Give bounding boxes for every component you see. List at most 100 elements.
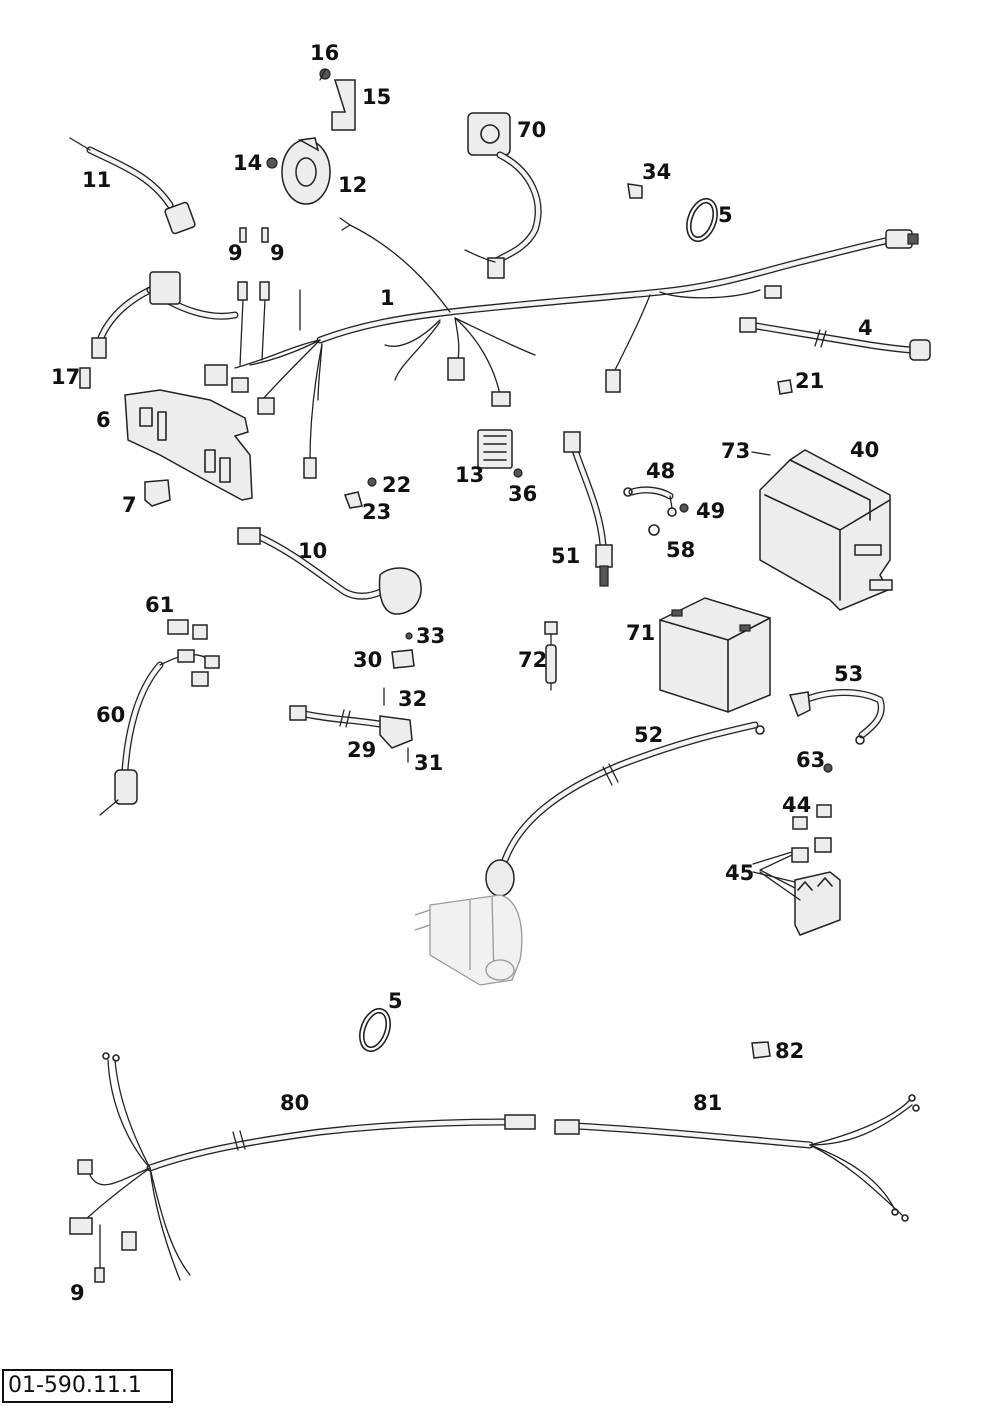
- label-part-14: 14: [233, 151, 262, 175]
- label-part-5-bottom: 5: [388, 989, 403, 1013]
- cable-53-boot: [788, 691, 811, 718]
- label-part-23: 23: [362, 500, 391, 524]
- starter-cable-boot: [485, 859, 515, 897]
- label-part-49: 49: [696, 499, 725, 523]
- relay-fuse-b: [814, 837, 832, 853]
- label-part-60: 60: [96, 703, 125, 727]
- switch-housing: [378, 567, 422, 615]
- plate-30: [391, 649, 415, 669]
- harness-connector-plug: [907, 233, 919, 245]
- cable-60-connector-a: [177, 649, 195, 663]
- harness-connector-left-3: [257, 397, 275, 415]
- label-part-16: 16: [310, 41, 339, 65]
- label-part-72: 72: [518, 648, 547, 672]
- switch-51-body: [595, 544, 613, 568]
- cable-4: [739, 317, 931, 361]
- label-part-22: 22: [382, 473, 411, 497]
- battery-71: [659, 597, 771, 713]
- washer-23: [343, 491, 363, 509]
- label-part-45: 45: [725, 861, 754, 885]
- nut-33: [405, 632, 413, 640]
- bulb-17: [79, 271, 239, 389]
- label-part-29: 29: [347, 738, 376, 762]
- bulbs-9: [239, 227, 269, 243]
- bulb-b: [261, 227, 269, 243]
- connector-61-b: [192, 624, 208, 640]
- label-part-52: 52: [634, 723, 663, 747]
- label-part-48: 48: [646, 459, 675, 483]
- label-part-58: 58: [666, 538, 695, 562]
- switch-connector: [237, 527, 261, 545]
- battery-box-40: [751, 449, 893, 611]
- screw-14: [266, 157, 278, 169]
- cable-tie-5-top: [686, 197, 718, 243]
- label-part-32: 32: [398, 687, 427, 711]
- clip-34: [627, 183, 643, 199]
- spark-cap: [114, 769, 138, 805]
- sensor-29-connector: [289, 705, 307, 721]
- label-part-17: 17: [51, 365, 80, 389]
- main-wiring-harness: [204, 217, 919, 479]
- cable-80-connector-c: [69, 1217, 93, 1235]
- screw-73: [751, 451, 771, 456]
- battery-box-tab-a: [854, 544, 882, 556]
- cable-80-connector-d: [121, 1231, 137, 1251]
- cable-53: [788, 689, 885, 745]
- label-part-34: 34: [642, 160, 671, 184]
- cable-4-connector-left: [739, 317, 757, 333]
- harness-branch-connector-b: [605, 369, 621, 393]
- washer-58: [648, 524, 660, 536]
- label-part-5-top: 5: [718, 203, 733, 227]
- sensor-cable-11: [69, 137, 196, 235]
- cable-4-connector-right: [909, 339, 931, 361]
- screw-22: [367, 477, 377, 487]
- clip-21: [777, 379, 793, 395]
- relay-housing: [149, 271, 181, 305]
- screw-16: [319, 68, 331, 80]
- cable-60-connector-c: [204, 655, 220, 669]
- battery-box-tab-b: [869, 579, 893, 591]
- label-part-9-c: 9: [70, 1281, 85, 1305]
- label-part-44: 44: [782, 793, 811, 817]
- bulb-socket-17: [91, 337, 107, 359]
- switch-cable-10: [237, 527, 422, 615]
- harness-branch-connector-a: [764, 285, 782, 299]
- ignition-cable-60: [99, 619, 220, 816]
- label-part-9-b: 9: [270, 241, 285, 265]
- bulb-9-bottom: [94, 1267, 105, 1283]
- bulb-socket-a: [237, 281, 248, 301]
- harness-branch-connector-e: [303, 457, 317, 479]
- harness-branch-connector-d: [491, 391, 511, 407]
- horn-12: [266, 137, 331, 205]
- relay-fuse-a: [791, 847, 809, 863]
- label-part-10: 10: [298, 539, 327, 563]
- label-part-1: 1: [380, 286, 395, 310]
- label-part-15: 15: [362, 85, 391, 109]
- horn-bracket-15: [319, 68, 356, 131]
- cable-80-connector: [504, 1114, 536, 1130]
- battery-terminal-a: [671, 609, 683, 617]
- sensor-connector: [164, 201, 196, 235]
- screw-36: [513, 468, 523, 478]
- pressure-switch-51: [563, 431, 613, 587]
- switch-51-connector: [563, 431, 581, 453]
- label-part-36: 36: [508, 482, 537, 506]
- screw-49: [679, 503, 689, 513]
- screw-63: [823, 763, 833, 773]
- cable-53-lug: [855, 735, 865, 745]
- label-part-82: 82: [775, 1039, 804, 1063]
- sensor-29: [289, 705, 413, 749]
- harness-connector-left-2: [231, 377, 249, 393]
- starter-motor-reference: [414, 894, 523, 986]
- cable-81: [554, 1094, 920, 1222]
- leader-16: [319, 69, 326, 81]
- fuse-holder-72: [544, 621, 558, 691]
- label-part-80: 80: [280, 1091, 309, 1115]
- leader-45: [752, 851, 796, 883]
- label-part-4: 4: [858, 316, 873, 340]
- cable-81-connector: [554, 1119, 580, 1135]
- fuse-72-body: [545, 644, 557, 684]
- label-part-21: 21: [795, 369, 824, 393]
- holder-plate-6: [124, 389, 253, 501]
